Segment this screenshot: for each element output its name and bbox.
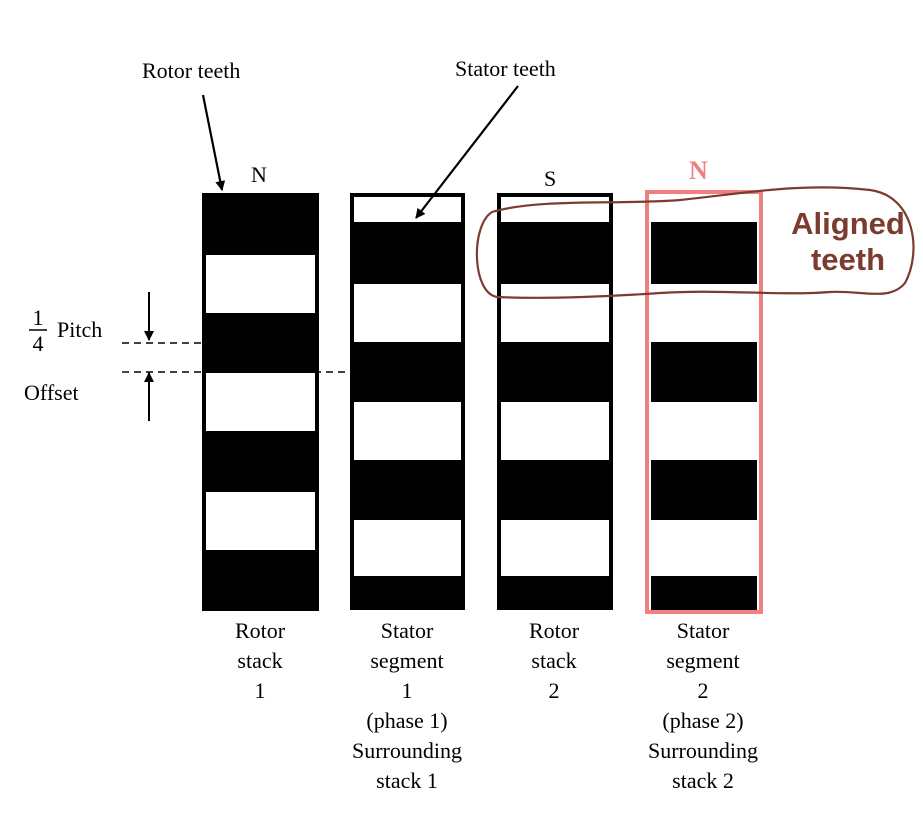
caption-line: stack 2 bbox=[672, 768, 734, 793]
caption-stator-segment-1: Stator segment 1 (phase 1) Surrounding s… bbox=[332, 616, 482, 796]
caption-line: Surrounding bbox=[352, 738, 462, 763]
caption-line: 1 bbox=[254, 678, 266, 703]
fraction-denominator: 4 bbox=[32, 331, 44, 356]
rotor-1-gap bbox=[206, 255, 315, 313]
aligned-teeth-line1: Aligned bbox=[791, 206, 905, 241]
rotor-2-gap bbox=[501, 402, 609, 460]
caption-line: Surrounding bbox=[648, 738, 758, 763]
rotor-1-gap bbox=[206, 492, 315, 550]
offset-label: Offset bbox=[24, 380, 79, 405]
stator-segment-2 bbox=[645, 190, 763, 614]
rotor-teeth-arrow bbox=[201, 94, 226, 191]
rotor-teeth-label: Rotor teeth bbox=[142, 58, 241, 83]
caption-rotor-stack-1: Rotor stack 1 bbox=[185, 616, 335, 706]
caption-stator-segment-2: Stator segment 2 (phase 2) Surrounding s… bbox=[628, 616, 778, 796]
caption-line: stack bbox=[237, 648, 283, 673]
stator-2-tooth bbox=[651, 342, 757, 402]
caption-line: segment bbox=[666, 648, 740, 673]
caption-line: Stator bbox=[676, 618, 730, 643]
rotor-stack-1 bbox=[202, 193, 319, 611]
caption-rotor-stack-2: Rotor stack 2 bbox=[479, 616, 629, 706]
caption-line: stack 1 bbox=[376, 768, 438, 793]
stator-teeth-label: Stator teeth bbox=[455, 56, 556, 81]
pitch-label: Pitch bbox=[57, 317, 103, 342]
caption-line: Rotor bbox=[528, 618, 580, 643]
caption-line: 2 bbox=[548, 678, 560, 703]
highlight-box bbox=[645, 190, 763, 614]
aligned-teeth-outline bbox=[475, 186, 915, 299]
caption-line: Rotor bbox=[234, 618, 286, 643]
stator-1-gap bbox=[354, 520, 461, 576]
rotor-stack-2 bbox=[497, 193, 613, 610]
stator-segment-1 bbox=[350, 193, 465, 610]
aligned-teeth-line2: teeth bbox=[810, 242, 886, 277]
caption-line: (phase 2) bbox=[662, 708, 744, 733]
caption-line: segment bbox=[370, 648, 444, 673]
stator-1-gap bbox=[354, 284, 461, 342]
caption-line: (phase 1) bbox=[366, 708, 448, 733]
rotor-2-gap bbox=[501, 284, 609, 342]
rotor-1-gap bbox=[206, 373, 315, 431]
stator-1-gap bbox=[354, 402, 461, 460]
fraction-numerator: 1 bbox=[32, 305, 44, 330]
stator-teeth-arrow bbox=[415, 85, 519, 219]
stator-2-tooth bbox=[651, 576, 757, 610]
caption-line: Stator bbox=[380, 618, 434, 643]
stator-1-gap bbox=[354, 197, 461, 222]
rotor-2-gap bbox=[501, 520, 609, 576]
pole-label-stack-1: N bbox=[251, 162, 267, 187]
rotor-2-gap bbox=[501, 197, 609, 222]
pole-label-segment-2: N bbox=[689, 156, 708, 185]
stator-2-tooth bbox=[651, 222, 757, 284]
caption-line: 1 bbox=[401, 678, 413, 703]
stator-2-tooth bbox=[651, 460, 757, 520]
aligned-teeth-label: Aligned teeth bbox=[773, 206, 923, 278]
pole-label-stack-2: S bbox=[544, 166, 557, 191]
caption-line: 2 bbox=[697, 678, 709, 703]
caption-line: stack bbox=[531, 648, 577, 673]
